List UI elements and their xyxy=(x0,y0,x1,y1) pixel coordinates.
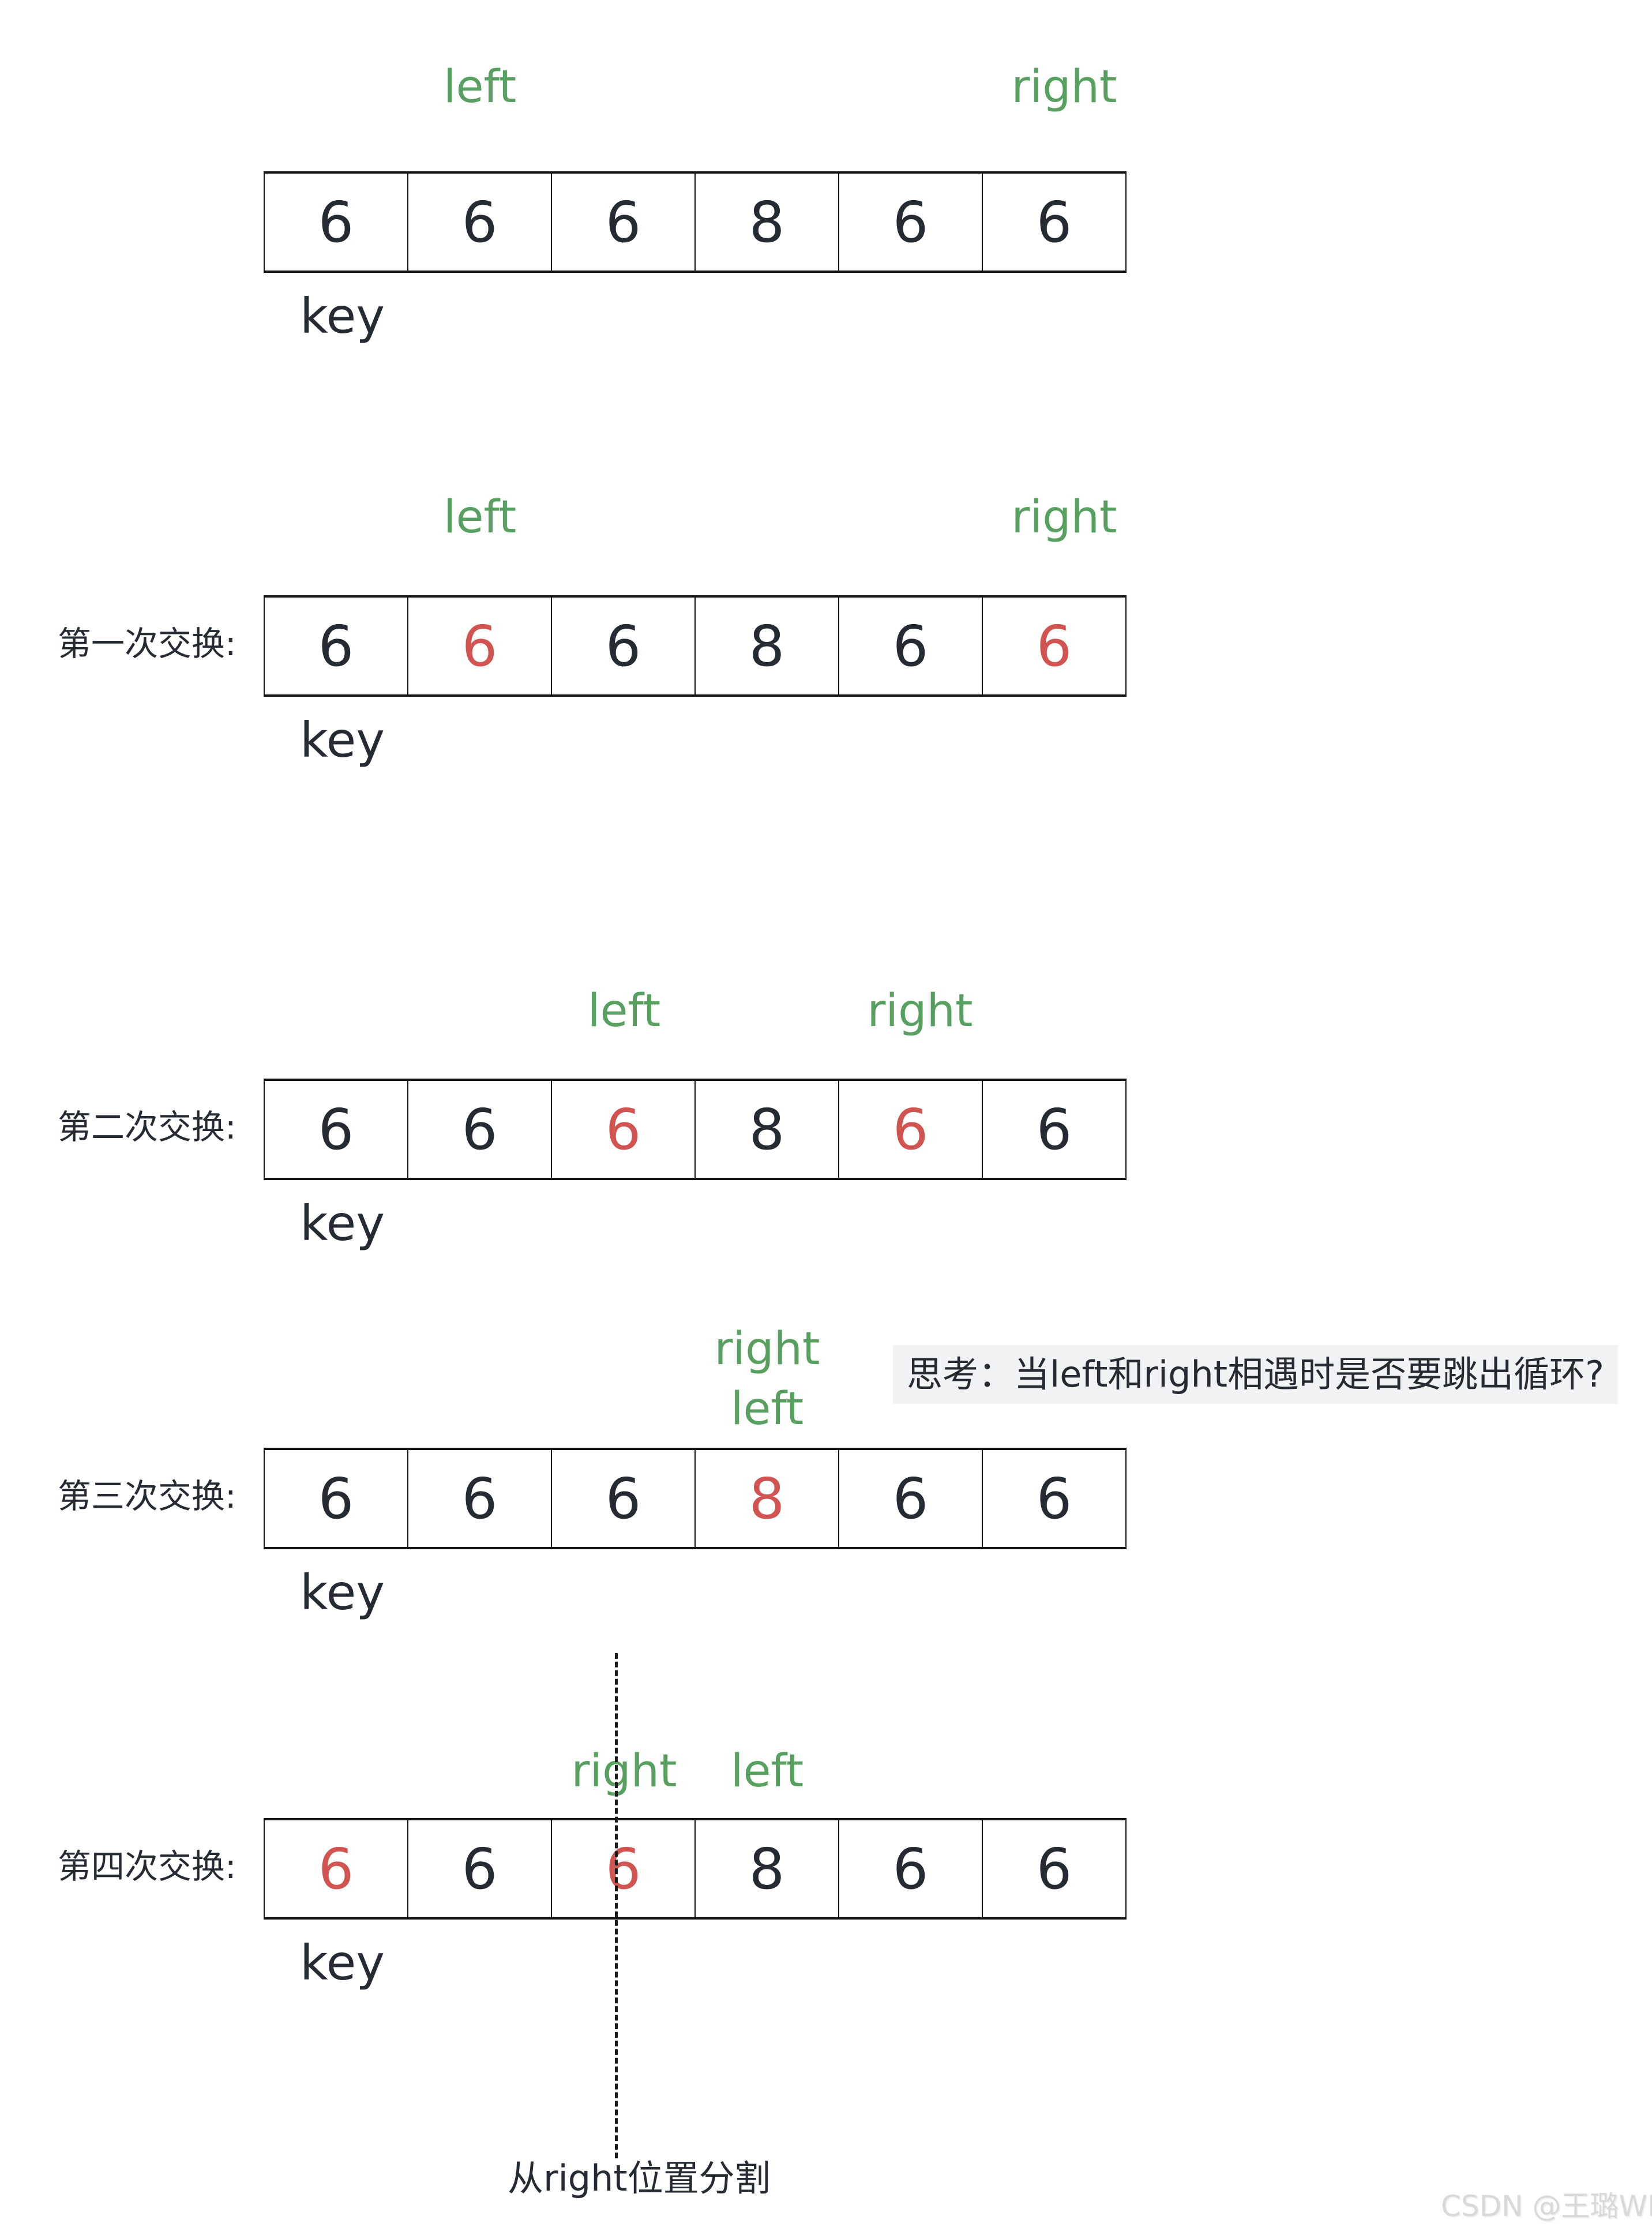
key-label: key xyxy=(300,712,385,768)
array-cell: 8 xyxy=(694,1081,838,1178)
array-cell-swapped: 6 xyxy=(265,1820,407,1917)
array-cell: 6 xyxy=(265,598,407,694)
key-label: key xyxy=(300,1564,385,1621)
array-row-fourth-swap: 6 6 6 8 6 6 xyxy=(264,1818,1127,1920)
array-cell: 6 xyxy=(838,598,982,694)
array-cell: 6 xyxy=(407,1081,551,1178)
array-cell-swapped: 6 xyxy=(551,1820,694,1917)
array-cell-swapped: 8 xyxy=(694,1450,838,1547)
array-cell: 6 xyxy=(838,1450,982,1547)
array-cell-swapped: 6 xyxy=(838,1081,982,1178)
array-cell: 6 xyxy=(407,1820,551,1917)
array-cell: 6 xyxy=(551,1450,694,1547)
array-row-third-swap: 6 6 6 8 6 6 xyxy=(264,1448,1127,1549)
array-row-first-swap: 6 6 6 8 6 6 xyxy=(264,595,1127,697)
pointer-left-label: left xyxy=(443,491,517,543)
array-cell: 8 xyxy=(694,174,838,271)
pointer-right-label: right xyxy=(1011,491,1117,543)
pointer-left-label: left xyxy=(730,1383,804,1435)
array-cell-swapped: 6 xyxy=(982,598,1125,694)
array-cell: 6 xyxy=(265,1081,407,1178)
pointer-right-label: right xyxy=(867,985,973,1037)
pointer-right-label: right xyxy=(714,1323,820,1375)
array-cell: 6 xyxy=(982,1081,1125,1178)
csdn-watermark: CSDN @王璐WL xyxy=(1441,2189,1652,2223)
array-cell: 6 xyxy=(982,1450,1125,1547)
split-caption: 从right位置分割 xyxy=(508,2157,771,2199)
pointer-left-label: left xyxy=(730,1745,804,1797)
array-row-initial: 6 6 6 8 6 6 xyxy=(264,171,1127,273)
array-cell: 6 xyxy=(838,1820,982,1917)
array-cell: 6 xyxy=(407,1450,551,1547)
step-label-third-swap: 第三次交换: xyxy=(58,1477,236,1516)
key-label: key xyxy=(300,1935,385,1991)
array-cell: 6 xyxy=(982,174,1125,271)
array-row-second-swap: 6 6 6 8 6 6 xyxy=(264,1079,1127,1180)
array-cell: 6 xyxy=(838,174,982,271)
array-cell: 6 xyxy=(407,174,551,271)
pointer-right-label: right xyxy=(571,1745,677,1797)
partition-dashed-line xyxy=(615,1653,618,2158)
key-label: key xyxy=(300,288,385,344)
array-cell: 6 xyxy=(551,598,694,694)
pointer-left-label: left xyxy=(443,61,517,113)
step-label-fourth-swap: 第四次交换: xyxy=(58,1847,236,1886)
thinking-note: 思考：当left和right相遇时是否要跳出循环? xyxy=(893,1345,1619,1404)
array-cell: 8 xyxy=(694,598,838,694)
array-cell: 8 xyxy=(694,1820,838,1917)
step-label-first-swap: 第一次交换: xyxy=(58,624,236,663)
pointer-right-label: right xyxy=(1011,61,1117,113)
key-label: key xyxy=(300,1195,385,1252)
array-cell-swapped: 6 xyxy=(407,598,551,694)
step-label-second-swap: 第二次交换: xyxy=(58,1107,236,1147)
array-cell-swapped: 6 xyxy=(551,1081,694,1178)
array-cell: 6 xyxy=(265,174,407,271)
array-cell: 6 xyxy=(265,1450,407,1547)
pointer-left-label: left xyxy=(587,985,661,1037)
array-cell: 6 xyxy=(982,1820,1125,1917)
array-cell: 6 xyxy=(551,174,694,271)
